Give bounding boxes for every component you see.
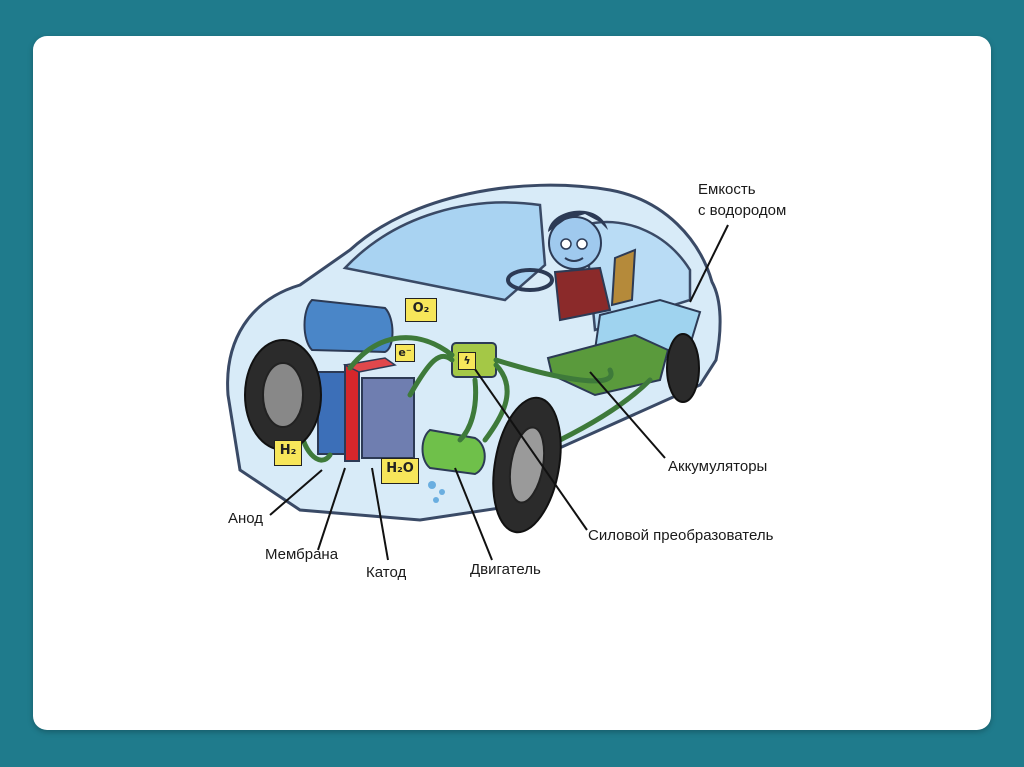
converter-bolt-icon: ϟ <box>458 352 476 370</box>
windshield <box>342 201 547 302</box>
label-batteries: Аккумуляторы <box>668 458 768 475</box>
rear-wheel <box>492 396 562 534</box>
oxygen-chip: O₂ <box>405 298 437 322</box>
driver <box>548 210 637 322</box>
hydrogen-chip: H₂ <box>274 440 302 466</box>
back-wheel-far <box>666 333 700 403</box>
electric-motor <box>421 428 486 476</box>
front-wheel <box>244 339 322 451</box>
label-motor: Двигатель <box>470 561 541 578</box>
label-cathode: Катод <box>366 564 407 581</box>
label-anode: Анод <box>228 510 264 527</box>
membrane-plate <box>344 364 360 462</box>
label-tank-line2: с водородом <box>698 202 787 219</box>
label-converter: Силовой преобразователь <box>588 527 774 544</box>
label-membrane: Мембрана <box>265 546 339 563</box>
steering-wheel <box>506 268 554 292</box>
label-tank-line1: Емкость <box>698 181 756 198</box>
water-drops-icon <box>428 481 445 503</box>
electron-chip: e⁻ <box>395 344 415 362</box>
water-chip: H₂O <box>381 458 419 484</box>
leader-lines <box>269 224 729 561</box>
membrane-plate-top <box>342 357 397 373</box>
cathode-plate <box>361 377 415 459</box>
hoses <box>297 335 653 463</box>
air-tank <box>303 298 394 354</box>
anode-plate <box>317 371 347 455</box>
